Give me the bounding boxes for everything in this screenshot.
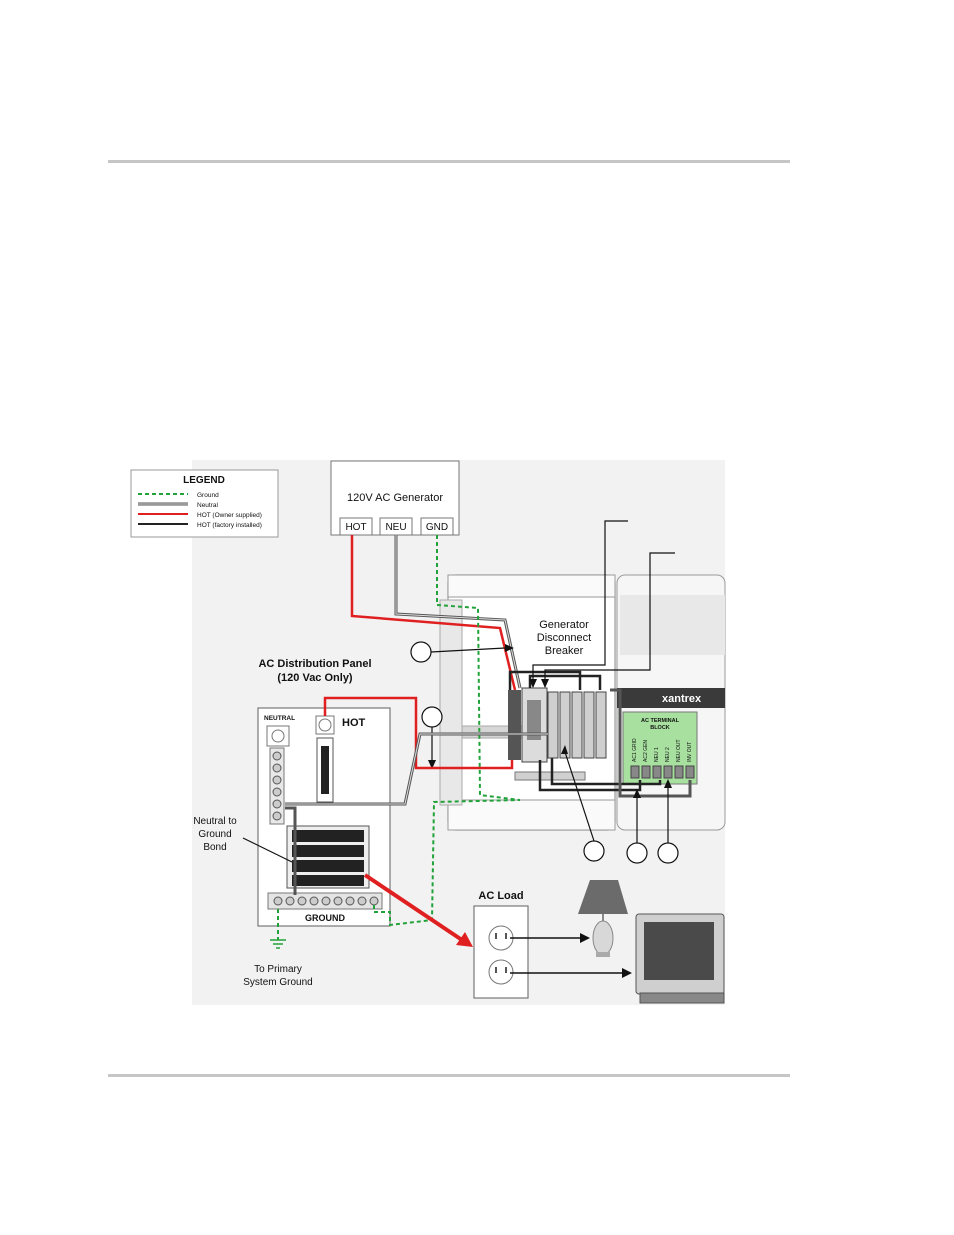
television-icon <box>635 913 725 1004</box>
inverter: xantrex AC TERMINAL BLOCK AC1 GRID AC2 G… <box>616 574 726 831</box>
legend: LEGEND Ground Neutral HOT (Owner supplie… <box>130 469 279 538</box>
legend-label-neutral: Neutral <box>197 502 219 509</box>
terminal-neu-1: NEU 1 <box>654 747 660 762</box>
legend-label-ground: Ground <box>197 492 219 499</box>
terminal-block-label-2: BLOCK <box>650 725 670 731</box>
disconnect-enclosure <box>439 574 616 831</box>
legend-label-hot-owner: HOT (Owner supplied) <box>197 512 262 519</box>
generator-terminal-hot-label: HOT <box>345 522 366 533</box>
terminal-inv-out: INV OUT <box>687 742 693 762</box>
lamp-icon <box>578 880 628 957</box>
load-title: AC Load <box>478 890 523 902</box>
panel-title-1: AC Distribution Panel <box>258 658 371 670</box>
callout-leader-1 <box>532 520 628 687</box>
wire-factory-neutral <box>610 688 692 798</box>
disconnect-label-1: Generator <box>539 619 589 631</box>
legend-label-hot-factory: HOT (factory installed) <box>197 522 262 529</box>
panel-title-2: (120 Vac Only) <box>277 672 353 684</box>
terminal-block-label-1: AC TERMINAL <box>641 718 680 724</box>
generator-terminal-gnd-label: GND <box>426 522 448 533</box>
bond-label-1: Neutral to <box>193 816 237 827</box>
bottom-rule <box>108 1074 790 1077</box>
terminal-neu-out: NEU OUT <box>676 740 682 763</box>
wire-panel-hot <box>323 696 514 770</box>
bond-label-3: Bond <box>203 842 226 853</box>
disconnect-label-2: Disconnect <box>537 632 591 644</box>
callout-circle-1 <box>410 641 432 663</box>
ac-distribution-panel: NEUTRAL HOT GROUND <box>257 707 391 927</box>
terminal-neu-2: NEU 2 <box>665 747 671 762</box>
ground-symbol <box>270 939 286 949</box>
callout-circle-2 <box>421 706 443 728</box>
panel-neutral-label: NEUTRAL <box>264 715 295 722</box>
ground-note-1: To Primary <box>254 964 302 975</box>
outlet <box>473 905 529 999</box>
panel-hot-label: HOT <box>342 717 366 729</box>
wire-panel-ground <box>373 799 521 927</box>
wire-generator-ground <box>436 535 521 801</box>
load-feed-arrow <box>363 873 464 942</box>
bond-label-2: Ground <box>198 829 231 840</box>
top-rule <box>108 160 790 163</box>
callout-circle-3 <box>583 840 605 862</box>
generator-terminal-hot <box>339 517 373 536</box>
terminal-ac1-grid: AC1 GRID <box>632 738 638 762</box>
panel-ground-label: GROUND <box>305 913 345 923</box>
callout-leader-2 <box>544 552 675 687</box>
inverter-brand: xantrex <box>662 693 702 705</box>
generator-terminal-neu-label: NEU <box>385 522 406 533</box>
legend-title: LEGEND <box>183 475 225 486</box>
ground-note-2: System Ground <box>243 977 312 988</box>
disconnect-label-3: Breaker <box>545 645 584 657</box>
callout-circle-4 <box>626 842 648 864</box>
generator-title: 120V AC Generator <box>347 492 443 504</box>
bond-leader <box>242 837 293 863</box>
terminal-ac2-gen: AC2 GEN <box>643 740 649 762</box>
generator: 120V AC Generator HOT NEU GND <box>330 460 460 536</box>
wire-neutral-ground-bond <box>285 806 297 895</box>
callout-circle-5 <box>657 842 679 864</box>
wire-generator-hot <box>350 535 517 691</box>
inverter-brand-bar <box>617 688 725 708</box>
